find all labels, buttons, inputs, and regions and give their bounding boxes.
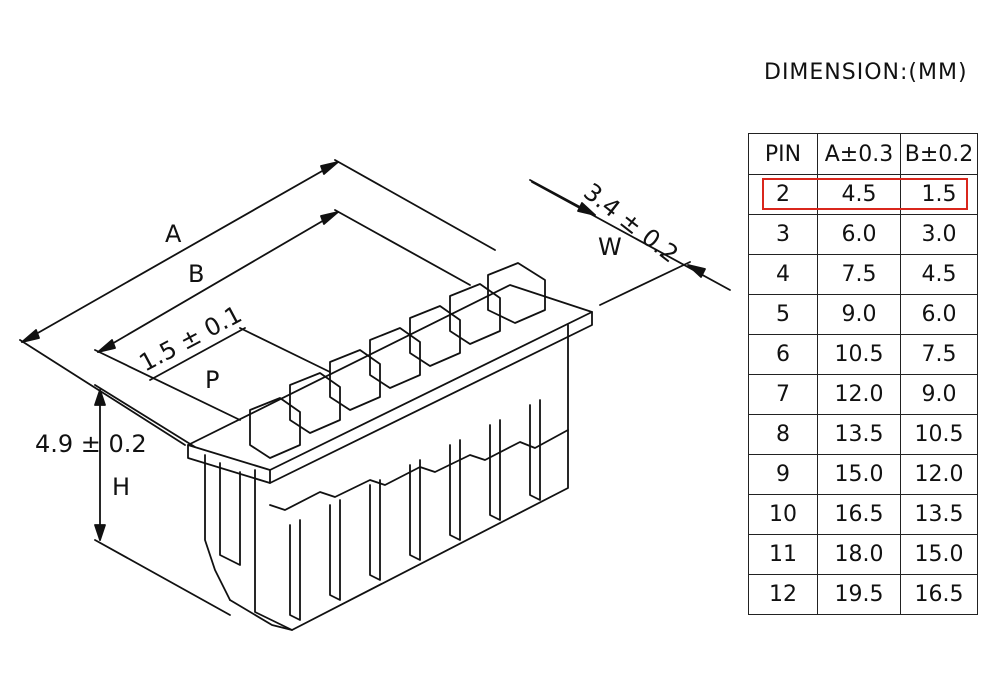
- cell-pin: 3: [748, 214, 818, 255]
- extension-line-a-left: [19, 339, 186, 446]
- arrow-a-right: [320, 161, 339, 175]
- cell-a: 16.5: [817, 494, 901, 535]
- arrow-w-bottom: [687, 264, 706, 278]
- cell-pin: 12: [748, 574, 818, 615]
- extension-line-h-top: [94, 384, 196, 448]
- arrow-h-top: [94, 389, 106, 406]
- cell-b: 15.0: [900, 534, 978, 575]
- dimension-title: DIMENSION:(MM): [764, 60, 968, 85]
- dimension-line-a: [21, 161, 339, 343]
- housing-left-post: [219, 462, 241, 566]
- table-row: 5 9.0 6.0: [748, 294, 978, 335]
- table-row: 2 4.5 1.5: [748, 174, 978, 215]
- header-a: A±0.3: [817, 133, 901, 175]
- housing-left-wall: [204, 454, 231, 601]
- cell-a: 9.0: [817, 294, 901, 335]
- cell-pin: 9: [748, 454, 818, 495]
- dimension-label-height-value: 4.9 ± 0.2: [35, 430, 147, 458]
- cell-pin: 8: [748, 414, 818, 455]
- arrow-a-left: [21, 329, 40, 343]
- arrow-w-top: [577, 202, 596, 216]
- cell-b: 6.0: [900, 294, 978, 335]
- cell-pin: 6: [748, 334, 818, 375]
- table-header-row: PIN A±0.3 B±0.2: [748, 133, 978, 175]
- housing-top-deck: [187, 284, 593, 471]
- cell-a: 18.0: [817, 534, 901, 575]
- dimension-label-b: B: [188, 260, 204, 288]
- dimension-table: PIN A±0.3 B±0.2 2 4.5 1.5 3 6.0 3.0 4 7.…: [748, 133, 978, 615]
- extension-line-b-left: [94, 349, 241, 421]
- table-row: 3 6.0 3.0: [748, 214, 978, 255]
- dimension-label-pitch: P: [205, 366, 219, 394]
- cell-pin: 5: [748, 294, 818, 335]
- dimension-line-p: [149, 327, 246, 381]
- front-teeth: [269, 399, 569, 621]
- dimension-label-width: W: [598, 233, 622, 261]
- arrow-b-left: [97, 339, 116, 353]
- table-row: 7 12.0 9.0: [748, 374, 978, 415]
- table-row: 10 16.5 13.5: [748, 494, 978, 535]
- housing-top-deck-front: [187, 444, 271, 484]
- table-row: 6 10.5 7.5: [748, 334, 978, 375]
- extension-line-b-right: [334, 209, 471, 286]
- cell-pin: 7: [748, 374, 818, 415]
- cell-a: 4.5: [817, 174, 901, 215]
- cell-a: 19.5: [817, 574, 901, 615]
- cell-b: 10.5: [900, 414, 978, 455]
- cell-a: 13.5: [817, 414, 901, 455]
- housing-front-face: [254, 324, 569, 631]
- cell-pin: 4: [748, 254, 818, 295]
- housing-bottom-edge: [229, 599, 293, 631]
- table-row: 4 7.5 4.5: [748, 254, 978, 295]
- cell-pin: 10: [748, 494, 818, 535]
- cell-b: 1.5: [900, 174, 978, 215]
- header-b: B±0.2: [900, 133, 978, 175]
- dimension-label-width-value: 3.4 ± 0.2: [578, 178, 683, 269]
- extension-line-a-right: [334, 159, 496, 251]
- header-pin: PIN: [748, 133, 818, 175]
- table-row: 9 15.0 12.0: [748, 454, 978, 495]
- cell-b: 9.0: [900, 374, 978, 415]
- cell-a: 7.5: [817, 254, 901, 295]
- cell-b: 7.5: [900, 334, 978, 375]
- table-row: 8 13.5 10.5: [748, 414, 978, 455]
- contact-slots: [249, 262, 546, 459]
- dimension-label-pitch-value: 1.5 ± 0.1: [135, 300, 247, 377]
- cell-b: 12.0: [900, 454, 978, 495]
- cell-a: 15.0: [817, 454, 901, 495]
- dimension-label-a: A: [165, 220, 182, 248]
- extension-line-h-bottom: [94, 539, 231, 616]
- housing-top-deck-edge: [269, 311, 593, 484]
- table-row: 11 18.0 15.0: [748, 534, 978, 575]
- cell-b: 4.5: [900, 254, 978, 295]
- extension-line-w-bottom: [599, 261, 691, 306]
- extension-line-p-right: [239, 327, 331, 373]
- cell-a: 10.5: [817, 334, 901, 375]
- cell-b: 3.0: [900, 214, 978, 255]
- cell-b: 16.5: [900, 574, 978, 615]
- cell-pin: 2: [748, 174, 818, 215]
- cell-b: 13.5: [900, 494, 978, 535]
- arrow-b-right: [320, 211, 339, 225]
- cell-a: 12.0: [817, 374, 901, 415]
- arrow-h-bottom: [94, 524, 106, 541]
- table-row: 12 19.5 16.5: [748, 574, 978, 615]
- cell-a: 6.0: [817, 214, 901, 255]
- dimension-line-b: [97, 211, 339, 353]
- cell-pin: 11: [748, 534, 818, 575]
- dimension-label-height: H: [112, 473, 130, 501]
